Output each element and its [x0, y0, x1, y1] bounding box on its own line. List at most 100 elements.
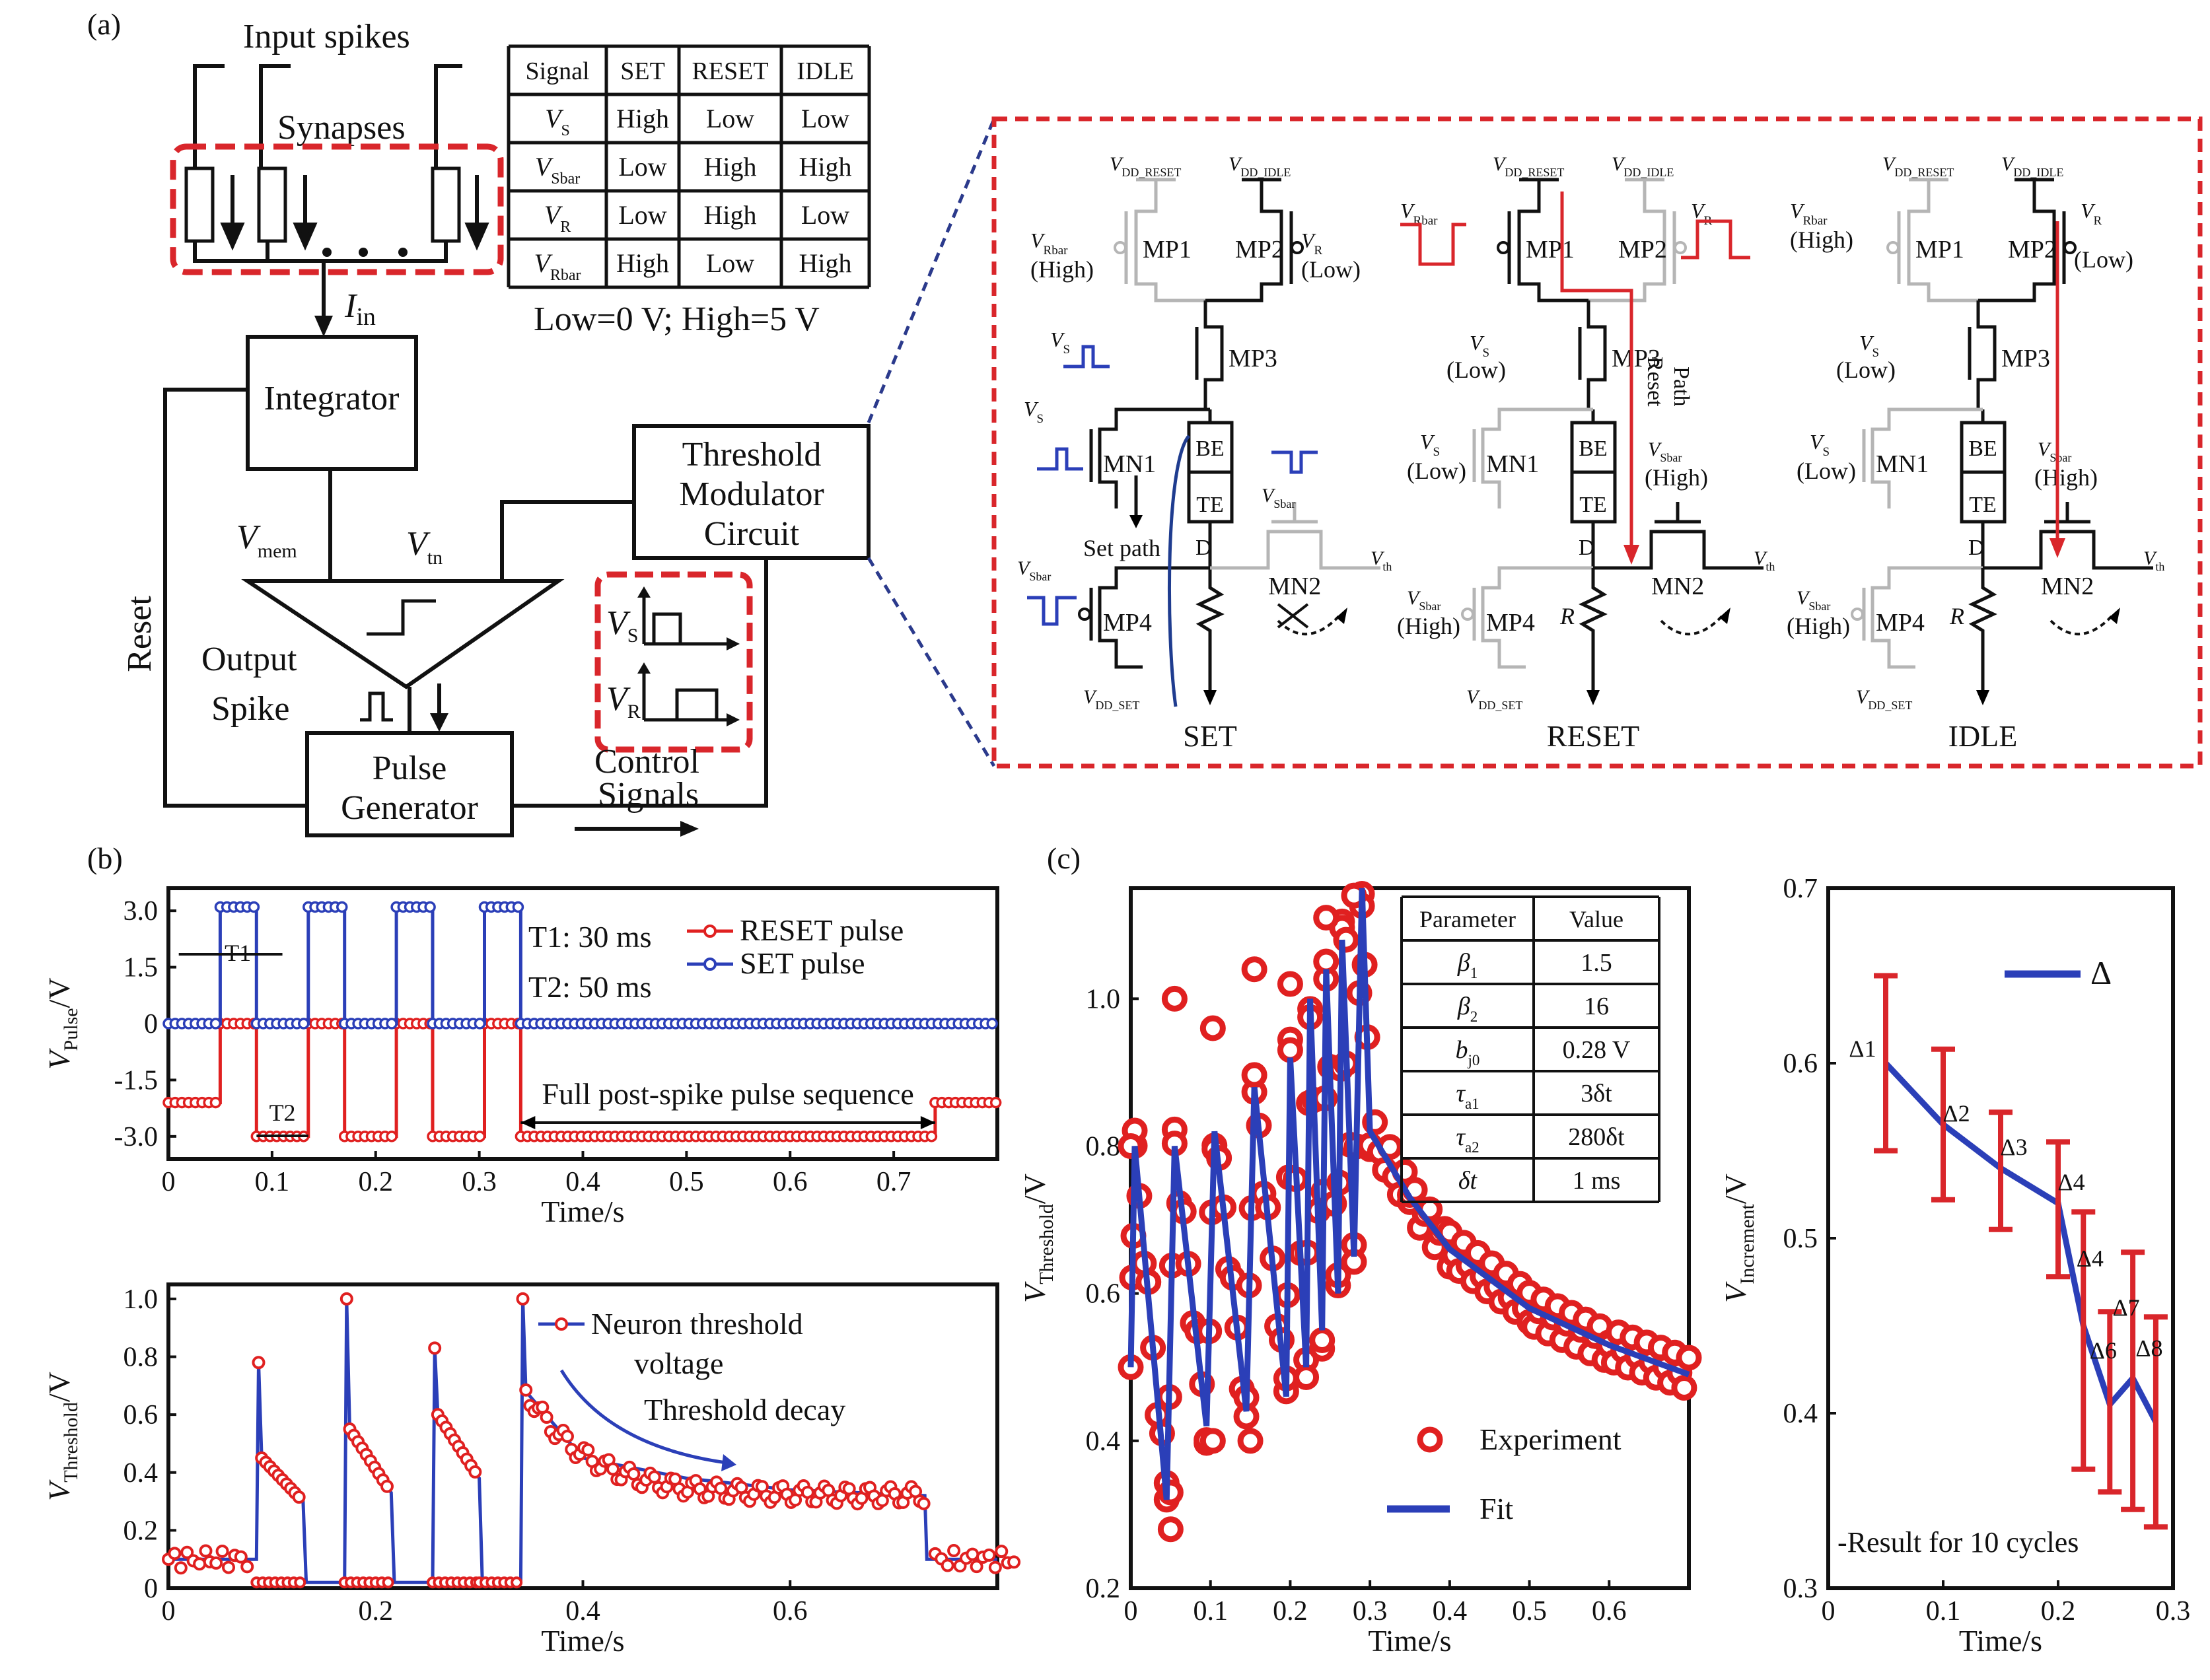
experiment-marker	[1309, 1327, 1336, 1353]
mp2-bubble	[1674, 241, 1687, 254]
ground-arrow	[1203, 690, 1217, 705]
mn2-dashed-arrow-head	[1719, 608, 1730, 624]
mn1-transistor	[1871, 407, 1983, 508]
vs-label: VS	[1859, 331, 1879, 360]
integrator-label: Integrator	[264, 380, 399, 417]
threshold-marker	[168, 1547, 182, 1560]
te-label: TE	[1969, 493, 1997, 517]
threshold-modulator-line3: Circuit	[704, 515, 800, 553]
vs-label: VS	[1470, 331, 1489, 360]
y-tick-label: 0.7	[1783, 874, 1818, 904]
vs-mn1-label: VS	[1024, 397, 1044, 426]
reset-pulse-marker	[989, 1096, 1002, 1109]
vsbar-mp4-state: (High)	[1787, 613, 1850, 639]
signal-table-cell: Low	[706, 104, 754, 133]
y-tick-label: 0.8	[1086, 1132, 1121, 1162]
legend-fit-label: Fit	[1479, 1492, 1513, 1525]
control-signals-box	[594, 571, 753, 753]
threshold-marker	[209, 1556, 223, 1570]
param-table-header: Parameter	[1419, 906, 1516, 932]
experiment-marker	[1241, 956, 1267, 983]
reset-loop-wire	[163, 388, 307, 808]
pulse-arrow-head	[430, 713, 448, 732]
plot-frame	[1826, 886, 2175, 1590]
x-tick-label: 0.1	[1193, 1596, 1228, 1627]
threshold-marker	[234, 1550, 248, 1564]
panel-label-a: (a)	[87, 7, 121, 41]
synapse-arrows	[220, 175, 489, 251]
threshold-decay-arrow	[559, 1369, 727, 1465]
y-axis-label: VIncrement/V	[1719, 1173, 1758, 1303]
x-tick-label: 0.2	[1273, 1596, 1308, 1627]
mn2-dashed-arrow-head	[1336, 608, 1347, 624]
circuit-title: RESET	[1547, 719, 1640, 753]
param-table-name: τa1	[1456, 1080, 1479, 1112]
vs-mn1-state: (Low)	[1407, 458, 1466, 484]
input-spikes-label: Input spikes	[243, 18, 410, 55]
integrator-block	[246, 335, 418, 471]
threshold-line	[168, 1298, 997, 1584]
vsbar-label: VSbar	[1262, 485, 1295, 510]
param-table-value: 16	[1584, 993, 1609, 1020]
experiment-marker	[1241, 1062, 1267, 1088]
vth-label: Vth	[1371, 547, 1392, 573]
vs-mn1-waveform	[1037, 447, 1083, 471]
vrbar-label: VRbar	[1030, 228, 1068, 258]
experiment-marker	[1157, 1516, 1184, 1543]
threshold-marker	[292, 1490, 306, 1504]
vsbar-label: VSbar	[2038, 438, 2071, 464]
mn2-dashed-arrow-head	[2109, 608, 2120, 624]
vsbar-state: (High)	[2034, 464, 2098, 491]
delta-label: Δ3	[2000, 1134, 2027, 1160]
param-table-value: 0.28 V	[1563, 1036, 1631, 1064]
y-tick-label: 0.6	[1783, 1049, 1818, 1079]
mp2-bubble	[2063, 241, 2077, 254]
legend-threshold-line1: Neuron threshold	[591, 1307, 803, 1341]
full-sequence-arrow-right	[920, 1116, 935, 1129]
y-tick-label: -3.0	[114, 1122, 159, 1152]
x-axis-label: Time/s	[541, 1624, 624, 1658]
signal-table-name: VRbar	[534, 248, 581, 284]
mn2-label: MN2	[1651, 573, 1704, 600]
reset-pulse-marker	[925, 1131, 938, 1142]
y-axis-label: VPulse/V	[42, 977, 82, 1069]
experiment-marker	[1277, 1037, 1303, 1063]
mp2-label: MP2	[2008, 236, 2057, 263]
x-tick-label: 0.1	[255, 1167, 290, 1197]
full-sequence-arrow-left	[520, 1116, 536, 1129]
y-axis-label: VThreshold/V	[42, 1372, 82, 1501]
signal-table-cell: High	[616, 248, 669, 278]
delta-label: Δ4	[2057, 1169, 2085, 1195]
output-spike-icon	[360, 691, 393, 722]
threshold-marker	[221, 1560, 235, 1574]
reset-label: Reset	[121, 596, 159, 672]
legend-threshold-marker	[555, 1317, 568, 1331]
vs-state: (Low)	[1836, 357, 1896, 383]
set-pulse-marker	[209, 1018, 222, 1030]
reset-path-label-2: Path	[1669, 367, 1693, 406]
threshold-marker	[519, 1383, 533, 1397]
y-tick-label: 0.3	[1783, 1574, 1818, 1604]
circuit-title: SET	[1183, 719, 1237, 753]
mn2-label: MN2	[1268, 573, 1321, 600]
mn1-label: MN1	[1103, 450, 1156, 478]
ground-arrow	[1586, 690, 1600, 705]
x-tick-label: 0.3	[1353, 1596, 1388, 1627]
delta-label: Δ8	[2135, 1335, 2162, 1361]
set-pulse-marker	[297, 1018, 310, 1030]
y-tick-label: 0.2	[124, 1516, 159, 1546]
annotation-t1-value: T1: 30 ms	[528, 920, 652, 954]
mp3-transistor	[1203, 300, 1224, 409]
pulse-generator-line2: Generator	[341, 789, 478, 827]
vth-label: Vth	[1754, 547, 1775, 573]
circuit-title: IDLE	[1948, 719, 2018, 753]
param-table-value: 1.5	[1581, 949, 1612, 977]
experiment-marker	[1199, 1428, 1226, 1454]
reset-path-head	[1623, 545, 1639, 565]
vdd-idle-label: VDD_IDLE	[1229, 153, 1291, 179]
mp3-label: MP3	[1612, 345, 1660, 372]
